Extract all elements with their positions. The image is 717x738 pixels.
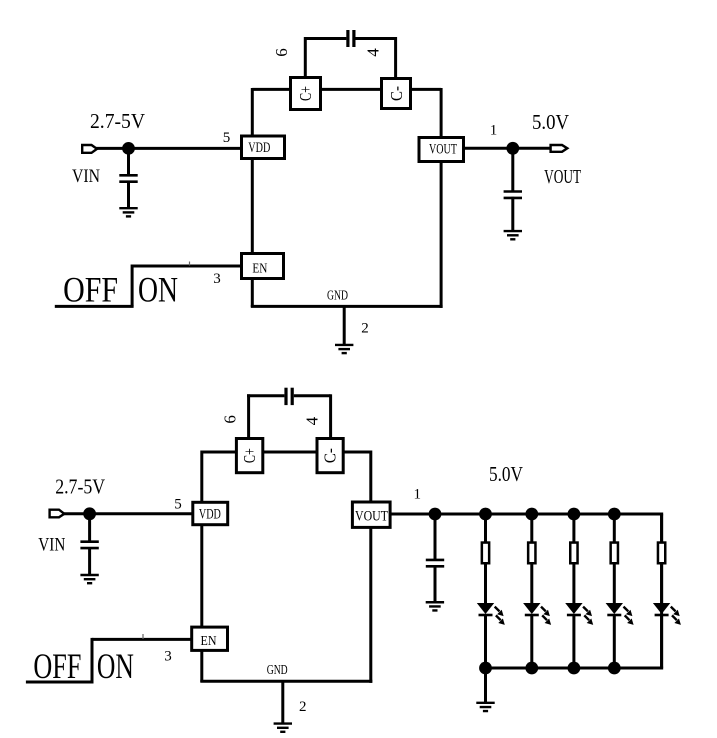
svg-text:2: 2 bbox=[299, 699, 307, 715]
svg-text:OFF: OFF bbox=[63, 269, 118, 309]
svg-text:5: 5 bbox=[223, 130, 231, 146]
svg-text:5: 5 bbox=[174, 497, 182, 513]
svg-text:GND: GND bbox=[267, 663, 288, 678]
svg-text:VIN: VIN bbox=[38, 534, 65, 555]
svg-text:6: 6 bbox=[221, 415, 240, 424]
svg-text:OFF: OFF bbox=[33, 646, 81, 686]
svg-text:2: 2 bbox=[361, 321, 369, 337]
svg-text:VOUT: VOUT bbox=[429, 142, 457, 158]
svg-text:C+: C+ bbox=[240, 448, 259, 463]
svg-text:5.0V: 5.0V bbox=[532, 110, 569, 134]
svg-text:5.0V: 5.0V bbox=[489, 462, 523, 486]
svg-text:VIN: VIN bbox=[72, 166, 100, 187]
svg-text:VDD: VDD bbox=[248, 140, 270, 156]
svg-text:ON: ON bbox=[97, 646, 134, 686]
svg-text:C-: C- bbox=[321, 448, 340, 463]
svg-text:6: 6 bbox=[272, 48, 291, 57]
svg-text:EN: EN bbox=[201, 634, 217, 649]
svg-text:3: 3 bbox=[213, 271, 221, 287]
svg-text:1: 1 bbox=[490, 122, 498, 138]
svg-text:C+: C+ bbox=[296, 86, 315, 101]
svg-text:3: 3 bbox=[164, 649, 172, 665]
svg-text:GND: GND bbox=[327, 288, 348, 303]
svg-text:VOUT: VOUT bbox=[544, 166, 581, 188]
svg-text:1: 1 bbox=[414, 486, 422, 502]
svg-text:2.7-5V: 2.7-5V bbox=[90, 109, 145, 133]
svg-text:4: 4 bbox=[303, 416, 322, 425]
svg-text:4: 4 bbox=[364, 48, 383, 57]
svg-text:EN: EN bbox=[252, 262, 267, 277]
svg-text:VDD: VDD bbox=[199, 507, 221, 523]
svg-text:ON: ON bbox=[138, 269, 178, 309]
svg-text:C-: C- bbox=[387, 86, 406, 101]
svg-text:2.7-5V: 2.7-5V bbox=[55, 474, 105, 498]
svg-text:VOUT: VOUT bbox=[355, 509, 388, 525]
